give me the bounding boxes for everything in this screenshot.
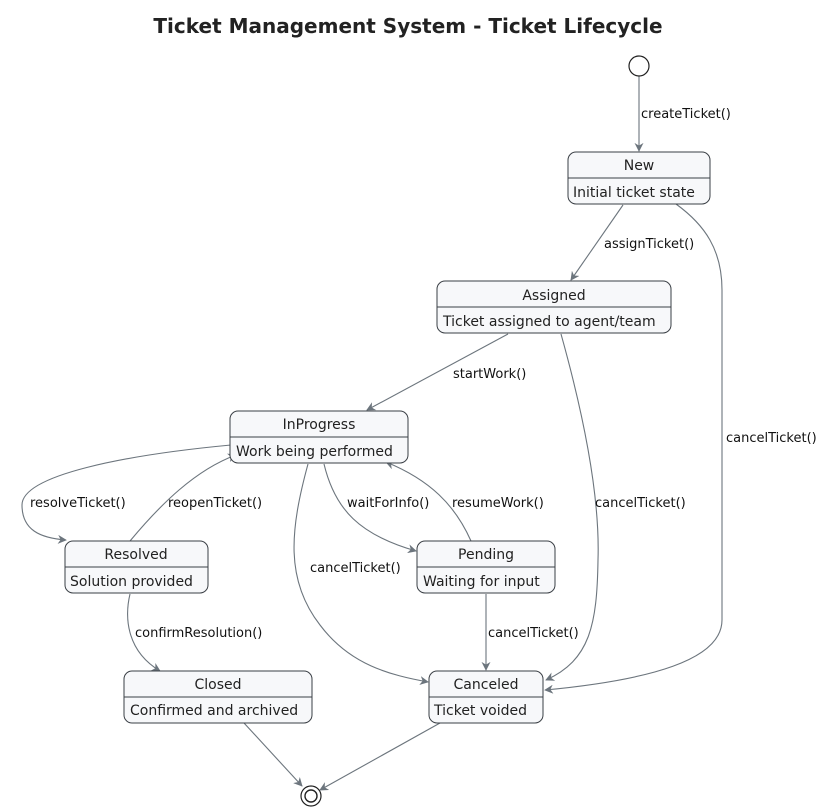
label-resume-work: resumeWork()	[452, 496, 544, 511]
diagram-title: Ticket Management System - Ticket Lifecy…	[153, 14, 662, 38]
label-cancel-from-pending: cancelTicket()	[488, 626, 579, 641]
label-cancel-from-assigned: cancelTicket()	[595, 496, 686, 511]
label-cancel-from-inprogress: cancelTicket()	[310, 561, 401, 576]
edge-reopen-ticket	[129, 453, 237, 542]
label-start-work: startWork()	[453, 367, 526, 382]
label-wait-for-info: waitForInfo()	[347, 496, 429, 511]
state-name: Resolved	[104, 547, 167, 563]
state-description: Ticket voided	[433, 703, 527, 719]
state-name: Pending	[458, 547, 514, 563]
state-closed: Closed Confirmed and archived	[123, 670, 313, 724]
edge-resolve-ticket	[21, 444, 232, 544]
edge-confirm-resolution	[127, 593, 161, 672]
edge-cancel-from-new	[544, 203, 723, 694]
state-description: Waiting for input	[423, 574, 540, 590]
transition-labels: createTicket() assignTicket() cancelTick…	[30, 107, 817, 641]
label-confirm-resolution: confirmResolution()	[135, 626, 262, 641]
state-name: InProgress	[283, 417, 356, 433]
state-description: Work being performed	[236, 444, 393, 460]
state-resolved: Resolved Solution provided	[64, 540, 209, 594]
state-pending: Pending Waiting for input	[416, 540, 556, 594]
state-name: Canceled	[454, 677, 519, 693]
initial-state-icon	[628, 55, 650, 77]
state-new: New Initial ticket state	[567, 151, 711, 205]
edge-start-work	[366, 333, 509, 411]
edge-canceled-to-end	[319, 722, 441, 791]
state-description: Confirmed and archived	[130, 703, 298, 719]
edge-closed-to-end	[243, 722, 303, 787]
label-reopen-ticket: reopenTicket()	[168, 496, 262, 511]
state-name: New	[624, 158, 655, 174]
edge-cancel-from-inprogress	[293, 463, 429, 685]
edge-assign-ticket	[570, 204, 624, 281]
state-description: Initial ticket state	[573, 185, 695, 201]
edge-wait-for-info	[323, 463, 417, 554]
label-assign-ticket: assignTicket()	[604, 237, 694, 252]
final-state-icon	[300, 785, 322, 807]
label-cancel-from-new: cancelTicket()	[726, 431, 817, 446]
state-canceled: Canceled Ticket voided	[428, 670, 544, 724]
state-inprogress: InProgress Work being performed	[229, 410, 409, 464]
state-description: Solution provided	[70, 574, 193, 590]
label-resolve-ticket: resolveTicket()	[30, 496, 126, 511]
label-create-ticket: createTicket()	[641, 107, 731, 122]
state-name: Assigned	[522, 288, 585, 304]
transitions	[21, 76, 723, 791]
state-name: Closed	[194, 677, 241, 693]
state-description: Ticket assigned to agent/team	[442, 314, 656, 330]
state-assigned: Assigned Ticket assigned to agent/team	[436, 280, 672, 334]
edge-resume-work	[385, 460, 472, 542]
edge-cancel-from-assigned	[545, 333, 599, 681]
